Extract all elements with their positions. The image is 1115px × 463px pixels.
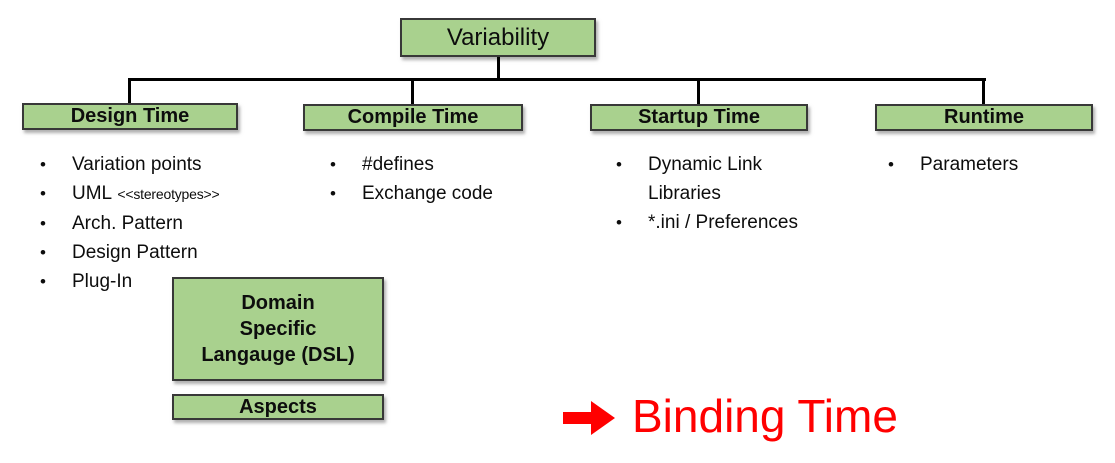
connector-drop-startup [697,80,700,105]
bullet-icon: • [40,184,46,203]
list-item: • UML <<stereotypes>> [40,179,220,209]
aspects-box: Aspects [172,394,384,420]
bullet-icon: • [888,155,894,174]
connector-drop-compile [411,80,414,105]
dsl-box-label: Domain Specific Langauge (DSL) [201,292,355,366]
list-item: • Arch. Pattern [40,209,219,238]
list-item-label: Arch. Pattern [72,213,183,234]
header-label: Compile Time [347,106,479,128]
header-label: Startup Time [638,106,760,128]
list-item-label: Plug-In [72,271,133,292]
bullet-icon: • [330,184,336,203]
root-box-variability: Variability [400,18,596,57]
list-item-main: UML [72,183,113,204]
bullet-icon: • [616,155,622,174]
bullet-icon: • [330,155,336,174]
bullet-icon: • [40,243,46,262]
list-item-label: Parameters [920,154,1019,175]
header-box-compile-time: Compile Time [303,104,523,131]
connector-root-stub [497,57,500,80]
aspects-box-label: Aspects [239,395,317,418]
design-time-list: • Variation points • UML <<stereotypes>>… [40,150,220,296]
list-item: • #defines [330,150,493,179]
bullet-icon: • [40,214,46,233]
binding-time-label: Binding Time [632,390,898,442]
startup-time-list: • Dynamic Link Libraries • *.ini / Prefe… [616,150,826,237]
header-box-design-time: Design Time [22,103,238,130]
bullet-icon: • [40,272,46,291]
list-item-label: Design Pattern [72,242,198,263]
header-label: Design Time [70,105,190,127]
list-item-label: *.ini / Preferences [648,212,798,233]
header-label: Runtime [944,106,1024,128]
list-item-label: Dynamic Link Libraries [648,154,763,204]
connector-horizontal-bar [128,78,986,81]
list-item: • Design Pattern [40,238,219,267]
connector-drop-design [128,80,131,105]
list-item-label: UML <<stereotypes>> [72,179,220,209]
list-item: • Dynamic Link Libraries [616,150,826,208]
list-item-label: Exchange code [362,183,493,204]
header-box-startup-time: Startup Time [590,104,808,131]
connector-drop-runtime [982,80,985,105]
list-item-label: Variation points [72,154,202,175]
bullet-icon: • [616,213,622,232]
root-box-label: Variability [446,23,550,51]
list-item: • Variation points [40,150,219,179]
list-item: • Parameters [888,150,1018,179]
list-item: • *.ini / Preferences [616,208,826,237]
list-item: • Plug-In [40,267,219,296]
dsl-box: Domain Specific Langauge (DSL) [172,277,384,381]
bullet-icon: • [40,155,46,174]
list-item-label: #defines [362,154,434,175]
right-arrow-icon [563,401,615,440]
runtime-list: • Parameters [888,150,1018,179]
list-item-note: <<stereotypes>> [117,186,220,202]
list-item: • Exchange code [330,179,493,208]
header-box-runtime: Runtime [875,104,1093,131]
compile-time-list: • #defines • Exchange code [330,150,493,208]
